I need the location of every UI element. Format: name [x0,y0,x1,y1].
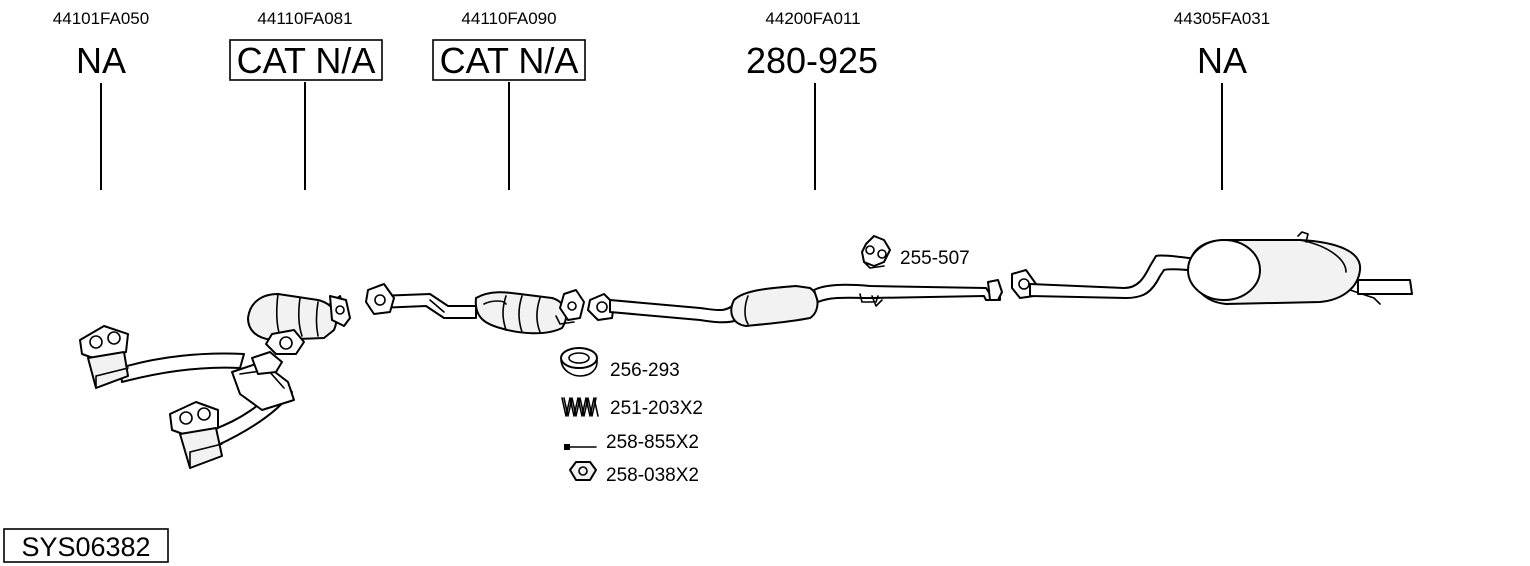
front-catalyst-part [247,293,351,355]
main-catalyst-part [365,283,585,335]
hanger-part [861,235,891,269]
part-label-4: 280-925 [746,40,878,81]
oem-number-3: 44110FA090 [461,9,556,28]
system-ref: SYS06382 [21,532,150,562]
bolt-label: 258-855X2 [606,432,699,453]
exhaust-manifold-part [79,325,295,469]
nut-label: 258-038X2 [606,465,699,486]
part-label-1: NA [76,40,126,81]
centre-pipe-part [587,279,1003,327]
rear-silencer-part [1011,231,1413,305]
oem-number-2: 44110FA081 [257,9,352,28]
system-ref-box [3,528,169,563]
part-label-5: NA [1197,40,1247,81]
bolt-part [564,444,597,450]
label-box-3 [432,39,586,81]
nut-part [569,461,597,481]
oem-number-5: 44305FA031 [1174,9,1270,28]
gasket-part [560,347,598,377]
hanger-label: 255-507 [900,248,970,269]
label-box-2 [229,39,383,81]
spring-label: 251-203X2 [610,398,703,419]
part-label-3: CAT N/A [440,40,579,81]
part-label-2: CAT N/A [237,40,376,81]
oem-number-1: 44101FA050 [53,9,149,28]
spring-part [561,397,599,417]
oem-number-4: 44200FA011 [765,9,860,28]
gasket-label: 256-293 [610,360,680,381]
